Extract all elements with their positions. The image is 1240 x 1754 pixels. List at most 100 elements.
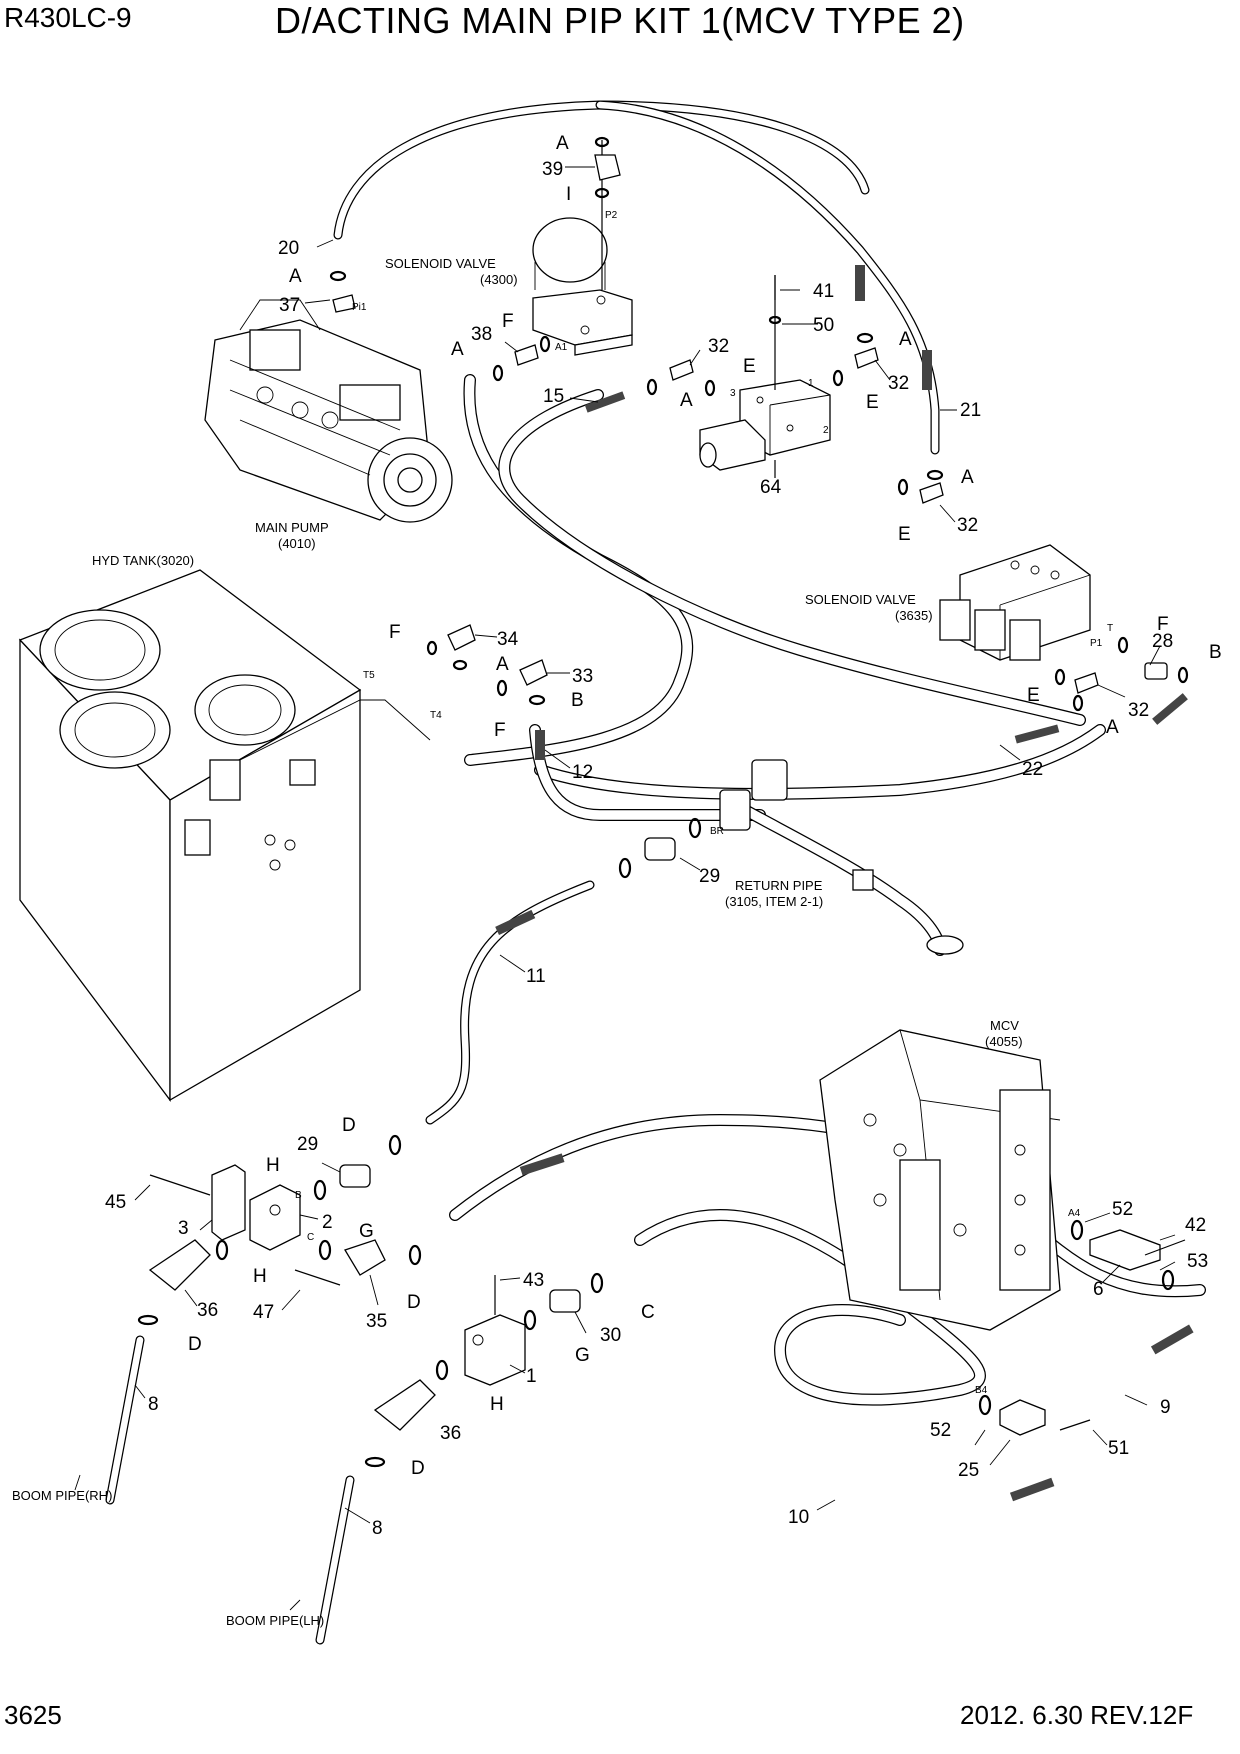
main-control-valve — [819, 1029, 1061, 1331]
letter-E-3: E — [898, 524, 911, 545]
callout-38: 38 — [471, 324, 492, 345]
letter-F-1: F — [502, 311, 514, 332]
callout-12: 12 — [572, 762, 593, 783]
solenoid-valve-4300 — [532, 140, 633, 356]
main-pump — [204, 299, 453, 523]
mcv-label-1: MCV — [990, 1018, 1019, 1033]
solenoid-valve-3635 — [939, 544, 1091, 661]
return-pipe-label-2: (3105, ITEM 2-1) — [725, 894, 823, 909]
letter-C-1: C — [641, 1302, 655, 1323]
port-pi1: Pi1 — [352, 302, 367, 313]
callout-32-b: 32 — [888, 373, 909, 394]
port-3: 3 — [730, 388, 736, 399]
callout-11: 11 — [526, 966, 546, 987]
main-pump-label-1: MAIN PUMP — [255, 520, 329, 535]
main-pump-label-2: (4010) — [278, 536, 316, 551]
callout-45: 45 — [105, 1192, 126, 1213]
boom-pipe-rh-label: BOOM PIPE(RH) — [12, 1488, 112, 1503]
letter-E-2: E — [866, 392, 879, 413]
callout-34: 34 — [497, 629, 519, 650]
page-number: 3625 — [4, 1700, 62, 1730]
port-t4: T4 — [430, 710, 442, 721]
mcv-label-2: (4055) — [985, 1034, 1023, 1049]
port-2: 2 — [823, 425, 829, 436]
hyd-tank-label: HYD TANK(3020) — [92, 553, 194, 568]
callout-47: 47 — [253, 1302, 274, 1323]
port-t5: T5 — [363, 670, 375, 681]
port-p2: P2 — [605, 210, 618, 221]
port-br: BR — [710, 826, 724, 837]
letter-D-4: D — [411, 1458, 425, 1479]
letter-A-8: A — [1106, 717, 1119, 738]
port-t: T — [1107, 623, 1113, 634]
solenoid-3635-label-1: SOLENOID VALVE — [805, 592, 916, 607]
callout-6: 6 — [1093, 1279, 1104, 1300]
callout-29-b: 29 — [297, 1134, 318, 1155]
callout-43: 43 — [523, 1270, 544, 1291]
letter-A-2: A — [289, 266, 302, 287]
letter-D-3: D — [188, 1334, 202, 1355]
port-b4: B4 — [975, 1385, 988, 1396]
callout-3: 3 — [178, 1218, 189, 1239]
callout-28: 28 — [1152, 631, 1173, 652]
callout-50: 50 — [813, 315, 834, 336]
callout-30: 30 — [600, 1325, 621, 1346]
fittings — [148, 154, 1186, 1436]
part-callouts: 20 37 38 39 15 32 32 32 32 41 50 21 64 3… — [105, 159, 1208, 1539]
letter-A-3: A — [451, 339, 464, 360]
letter-I-1: I — [566, 184, 571, 205]
callout-20: 20 — [278, 238, 299, 259]
o-rings — [137, 136, 1189, 1468]
callout-8-b: 8 — [372, 1518, 383, 1539]
letter-A-4: A — [680, 390, 693, 411]
letter-B-1: B — [571, 690, 584, 711]
callout-32-a: 32 — [708, 336, 729, 357]
callout-42: 42 — [1185, 1215, 1206, 1236]
letter-callouts: A I A F A A E E A A E F A F B F B E A D … — [188, 133, 1222, 1479]
letter-B-2: B — [1209, 642, 1222, 663]
page-title: D/ACTING MAIN PIP KIT 1(MCV TYPE 2) — [275, 0, 965, 41]
solenoid-4300-label-1: SOLENOID VALVE — [385, 256, 496, 271]
callout-33: 33 — [572, 666, 593, 687]
letter-D-1: D — [342, 1115, 356, 1136]
callout-52-b: 52 — [930, 1420, 951, 1441]
solenoid-3635-label-2: (3635) — [895, 608, 933, 623]
return-pipe-label-1: RETURN PIPE — [735, 878, 823, 893]
letter-F-2: F — [389, 622, 401, 643]
letter-A-5: A — [899, 329, 912, 350]
callout-53: 53 — [1187, 1251, 1208, 1272]
letter-F-4: F — [1157, 614, 1169, 635]
callout-51: 51 — [1108, 1438, 1129, 1459]
callout-29-a: 29 — [699, 866, 720, 887]
callout-37: 37 — [279, 295, 300, 316]
solenoid-4300-label-2: (4300) — [480, 272, 518, 287]
letter-H-1: H — [266, 1155, 280, 1176]
letter-E-4: E — [1027, 685, 1040, 706]
leader-lines — [74, 166, 1176, 1611]
revision-date: 2012. 6.30 REV.12F — [960, 1700, 1194, 1730]
hydraulic-tank — [18, 569, 362, 1102]
callout-32-c: 32 — [957, 515, 978, 536]
callout-41: 41 — [813, 281, 834, 302]
letter-G-2: G — [575, 1345, 590, 1366]
letter-A-6: A — [961, 467, 974, 488]
letter-E-1: E — [743, 356, 756, 377]
tank-leader-line — [239, 699, 431, 761]
callout-1: 1 — [526, 1366, 537, 1387]
callout-25: 25 — [958, 1460, 979, 1481]
port-a4: A4 — [1068, 1208, 1081, 1219]
callout-35: 35 — [366, 1311, 387, 1332]
pipe-routing — [105, 100, 1206, 1645]
callout-21: 21 — [960, 400, 981, 421]
callout-10: 10 — [788, 1507, 809, 1528]
callout-36-a: 36 — [197, 1300, 218, 1321]
letter-G-1: G — [359, 1221, 374, 1242]
letter-A-1: A — [556, 133, 569, 154]
callout-22: 22 — [1022, 759, 1043, 780]
callout-2: 2 — [322, 1212, 333, 1233]
letter-F-3: F — [494, 720, 506, 741]
letter-H-2: H — [253, 1266, 267, 1287]
return-pipe-flange — [719, 759, 964, 955]
callout-64: 64 — [760, 477, 782, 498]
